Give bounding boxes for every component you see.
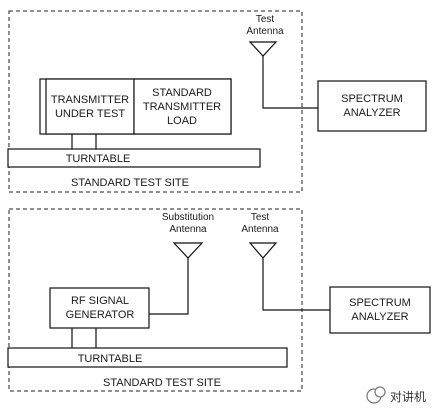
top-turntable-label: TURNTABLE — [66, 153, 131, 165]
transmitter-under-test-line1: TRANSMITTER — [51, 94, 129, 106]
bottom-test-antenna-label-line2: Antenna — [241, 224, 279, 235]
top-test-antenna-label-line2: Antenna — [246, 26, 284, 37]
top-spectrum-analyzer-line2: ANALYZER — [343, 107, 400, 119]
substitution-antenna-icon — [172, 242, 204, 259]
standard-transmitter-load-line1: STANDARD — [152, 87, 212, 99]
watermark-chat-icon-bubble — [374, 386, 386, 398]
standard-transmitter-load-box — [133, 78, 232, 135]
top-test-antenna-label-line1: Test — [256, 14, 275, 25]
bottom-test-site-label: STANDARD TEST SITE — [103, 377, 221, 389]
bottom-test-antenna-icon — [248, 242, 278, 259]
bottom-antenna-to-analyzer-cable — [262, 258, 330, 311]
transmitter-under-test-line2: UNDER TEST — [55, 108, 125, 120]
bottom-spectrum-analyzer-line2: ANALYZER — [351, 311, 408, 323]
top-antenna-to-analyzer-cable — [262, 56, 318, 109]
top-spectrum-analyzer-line1: SPECTRUM — [341, 93, 403, 105]
top-test-antenna-icon — [248, 41, 278, 57]
rf-signal-generator-box — [49, 287, 150, 329]
top-turntable — [7, 148, 261, 168]
transmitter-under-test-box — [45, 78, 135, 135]
watermark-text: 对讲机 — [390, 389, 426, 404]
top-test-site-boundary — [8, 10, 303, 193]
bottom-spectrum-analyzer-line1: SPECTRUM — [349, 297, 411, 309]
bottom-spectrum-analyzer-box — [329, 286, 431, 334]
bottom-test-antenna-label-line1: Test — [251, 212, 270, 223]
substitution-antenna-label-line2: Antenna — [169, 224, 207, 235]
rf-signal-generator-line1: RF SIGNAL — [71, 295, 129, 307]
bottom-turntable — [7, 347, 288, 368]
rf-signal-generator-line2: GENERATOR — [66, 309, 135, 321]
top-test-site-label: STANDARD TEST SITE — [71, 177, 189, 189]
top-spectrum-analyzer-box — [317, 80, 427, 132]
standard-transmitter-load-line2: TRANSMITTER — [143, 101, 221, 113]
standard-transmitter-load-line3: LOAD — [167, 115, 197, 127]
watermark: 对讲机 — [366, 386, 426, 404]
bottom-turntable-label: TURNTABLE — [78, 353, 143, 365]
generator-to-substitution-antenna-cable — [149, 258, 189, 315]
substitution-antenna-label-line1: Substitution — [162, 212, 214, 223]
